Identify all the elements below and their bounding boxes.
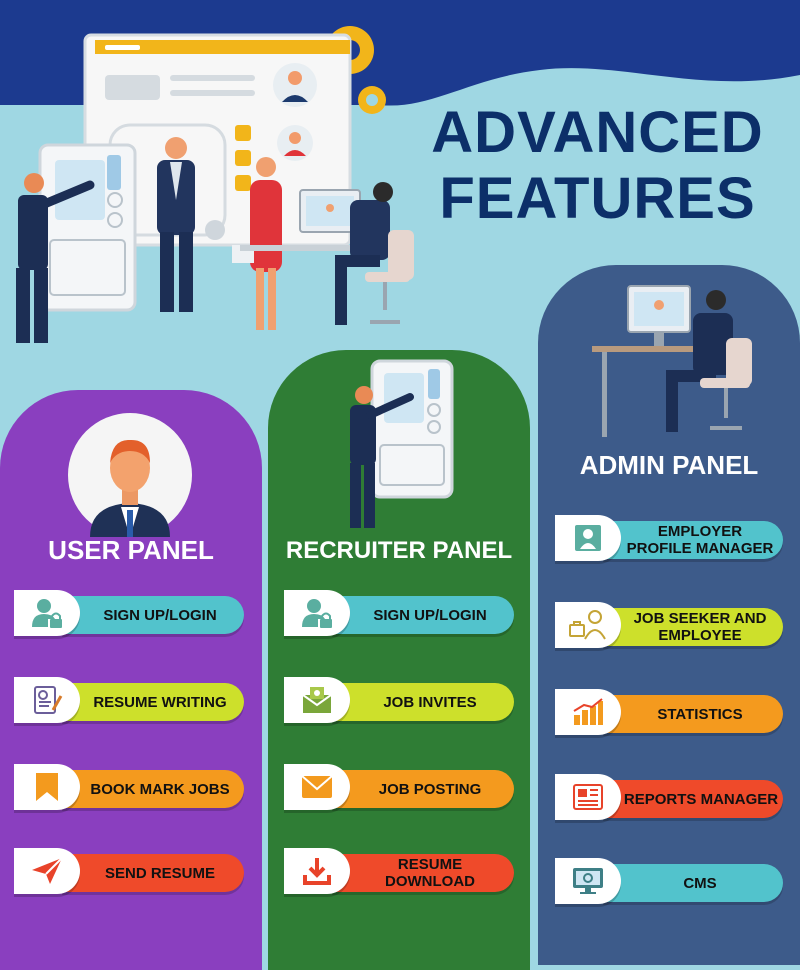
feature-pill [603, 521, 783, 559]
admin-feature-reports-manager[interactable]: REPORTS MANAGER [555, 774, 783, 822]
feature-pill [603, 780, 783, 818]
invite-envelope-icon [284, 677, 350, 723]
feature-label: EMPLOYER PROFILE MANAGER [626, 523, 774, 557]
cms-monitor-icon [555, 858, 621, 904]
title-line-1: ADVANCED [431, 100, 764, 165]
feature-label: JOB INVITES [383, 693, 477, 711]
bookmark-icon [14, 764, 80, 810]
bar-chart-icon [555, 689, 621, 735]
user-lock-icon [284, 590, 350, 636]
feature-label: JOB SEEKER AND EMPLOYEE [633, 610, 767, 644]
recruiter-feature-job-posting[interactable]: JOB POSTING [284, 764, 514, 812]
admin-panel-title: ADMIN PANEL [579, 450, 759, 480]
report-icon [555, 774, 621, 820]
user-feature-signup-login[interactable]: SIGN UP/LOGIN [14, 590, 244, 638]
feature-label: JOB POSTING [378, 780, 482, 798]
feature-pill [332, 683, 514, 721]
title-line-2: FEATURES [439, 166, 756, 231]
feature-label: SIGN UP/LOGIN [373, 606, 487, 624]
feature-label: RESUME DOWNLOAD [385, 856, 475, 890]
feature-pill [62, 770, 244, 808]
recruiter-feature-resume-download[interactable]: RESUME DOWNLOAD [284, 848, 514, 896]
office-illustration [16, 26, 414, 343]
feature-pill [603, 608, 783, 646]
feature-label: REPORTS MANAGER [623, 790, 779, 808]
feature-pill [332, 854, 514, 892]
feature-label: RESUME WRITING [93, 693, 227, 711]
recruiter-illustration [350, 359, 454, 528]
recruiter-panel-title: RECRUITER PANEL [285, 537, 513, 564]
feature-label: STATISTICS [657, 705, 743, 723]
job-seeker-icon [555, 602, 621, 648]
admin-feature-job-seeker-and-employee[interactable]: JOB SEEKER AND EMPLOYEE [555, 602, 783, 650]
feature-pill [603, 695, 783, 733]
download-icon [284, 848, 350, 894]
feature-label: BOOK MARK JOBS [90, 780, 230, 798]
recruiter-feature-signup-login[interactable]: SIGN UP/LOGIN [284, 590, 514, 638]
feature-pill [332, 596, 514, 634]
resume-icon [14, 677, 80, 723]
feature-pill [332, 770, 514, 808]
user-panel-title: USER PANEL [48, 535, 214, 565]
feature-pill [62, 683, 244, 721]
user-feature-resume-writing[interactable]: RESUME WRITING [14, 677, 244, 725]
feature-label: CMS [683, 874, 717, 892]
paper-plane-icon [14, 848, 80, 894]
admin-feature-statistics[interactable]: STATISTICS [555, 689, 783, 737]
user-lock-icon [14, 590, 80, 636]
feature-pill [603, 864, 783, 902]
admin-feature-employer-profile-manager[interactable]: EMPLOYER PROFILE MANAGER [555, 515, 783, 563]
envelope-icon [284, 764, 350, 810]
user-feature-send-resume[interactable]: SEND RESUME [14, 848, 244, 896]
recruiter-feature-job-invites[interactable]: JOB INVITES [284, 677, 514, 725]
feature-pill [62, 596, 244, 634]
feature-pill [62, 854, 244, 892]
user-feature-bookmark-jobs[interactable]: BOOK MARK JOBS [14, 764, 244, 812]
admin-illustration [592, 285, 752, 437]
feature-label: SEND RESUME [104, 864, 216, 882]
admin-feature-cms[interactable]: CMS [555, 858, 783, 906]
page-title: ADVANCED FEATURES [405, 100, 790, 232]
user-avatar [68, 413, 192, 537]
feature-label: SIGN UP/LOGIN [103, 606, 217, 624]
employer-icon [555, 515, 621, 561]
